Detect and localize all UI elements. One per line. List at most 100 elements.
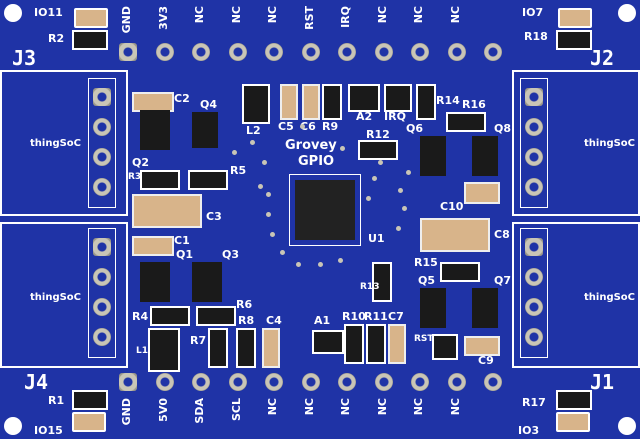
ref-r10: R10 — [342, 310, 366, 323]
bottom-header-pin — [338, 373, 356, 391]
top-pin-label: GND — [120, 6, 133, 34]
via — [398, 188, 403, 193]
ref-r1: R1 — [48, 394, 65, 407]
top-header-pin — [265, 43, 283, 61]
led-io3 — [556, 412, 590, 432]
mounting-hole-bottom-right — [618, 417, 636, 435]
capacitor-c2 — [132, 92, 174, 112]
ref-c2: C2 — [174, 92, 190, 105]
top-header-pin — [192, 43, 210, 61]
transistor-q8 — [472, 136, 498, 176]
bottom-header-pin — [374, 373, 393, 391]
capacitor-c5 — [280, 84, 298, 120]
ref-q7: Q7 — [494, 274, 512, 287]
logo-thingsoc-bottom-right: thingSoC — [584, 292, 636, 303]
led-a2 — [348, 84, 380, 112]
via — [372, 176, 377, 181]
transistor-q4 — [192, 112, 218, 148]
via — [266, 212, 271, 217]
resistor-r5 — [188, 170, 228, 190]
ref-io7: IO7 — [522, 6, 544, 19]
ref-r4: R4 — [132, 310, 149, 323]
bottom-header-pin — [155, 373, 174, 391]
via — [296, 262, 301, 267]
ref-r2: R2 — [48, 32, 65, 45]
side-header-pin — [525, 268, 543, 286]
ref-r14: R14 — [436, 94, 460, 107]
ref-r7: R7 — [190, 334, 207, 347]
label-j1: J1 — [590, 370, 615, 394]
via — [262, 160, 267, 165]
logo-thingsoc-top-right: thingSoC — [584, 138, 636, 149]
logo-thingsoc-bottom-left: thingSoC — [30, 292, 82, 303]
side-header-pin — [525, 178, 543, 196]
resistor-r8 — [236, 328, 256, 368]
resistor-r18 — [556, 30, 592, 50]
bottom-pin-label: NC — [266, 398, 279, 416]
ref-r13: R13 — [360, 282, 380, 292]
top-header-pin — [228, 43, 247, 61]
bottom-pin-label: NC — [412, 398, 425, 416]
bottom-header-pin — [447, 373, 466, 391]
connector-j1-outline — [512, 222, 640, 368]
ref-u1: U1 — [368, 232, 385, 245]
via — [338, 258, 343, 263]
resistor-r13 — [372, 262, 392, 302]
bottom-header-pin — [265, 373, 283, 391]
bottom-pin-label: 5V0 — [156, 398, 170, 422]
resistor-r11 — [366, 324, 386, 364]
ic-u1-outline — [289, 174, 361, 246]
ref-r8: R8 — [238, 314, 255, 327]
ref-q4: Q4 — [200, 98, 218, 111]
connector-j3-header — [88, 78, 116, 208]
connector-j4-outline — [0, 222, 128, 368]
ref-q8: Q8 — [494, 122, 512, 135]
bottom-pin-label: SDA — [193, 398, 206, 424]
capacitor-c7 — [388, 324, 406, 364]
bottom-pin-label: GND — [120, 398, 133, 426]
resistor-r2 — [72, 30, 108, 50]
ref-c5: C5 — [278, 120, 294, 133]
side-header-pin — [525, 298, 543, 316]
transistor-q3 — [192, 262, 222, 302]
transistor-q7 — [472, 288, 498, 328]
side-header-pin — [525, 148, 543, 166]
capacitor-c1 — [132, 236, 174, 256]
capacitor-c6 — [302, 84, 320, 120]
bottom-pin-label: NC — [375, 398, 389, 416]
ref-c9: C9 — [478, 354, 494, 367]
top-pin-label: NC — [448, 6, 462, 24]
ref-a2: A2 — [356, 110, 373, 123]
ref-l2: L2 — [246, 124, 261, 137]
led-io15 — [72, 412, 106, 432]
bottom-header-pin — [411, 373, 429, 391]
resistor-r10 — [344, 324, 364, 364]
via — [232, 150, 237, 155]
ref-r6: R6 — [236, 298, 253, 311]
connector-j4-header — [88, 228, 116, 358]
resistor-r14 — [416, 84, 436, 120]
side-header-pin — [525, 118, 543, 136]
connector-j1-header — [520, 228, 548, 358]
side-header-pin — [525, 88, 543, 106]
reset-button-rst[interactable] — [432, 334, 458, 360]
mounting-hole-bottom-left — [4, 417, 22, 435]
top-pin-label: NC — [229, 6, 243, 24]
side-header-pin — [93, 148, 111, 166]
via — [270, 232, 275, 237]
transistor-q1 — [140, 262, 170, 302]
side-header-pin — [525, 238, 543, 256]
bottom-header-pin — [192, 373, 210, 391]
resistor-r9 — [322, 84, 342, 120]
ref-io11: IO11 — [34, 6, 63, 19]
mounting-hole-top-left — [4, 4, 22, 22]
ref-irq-jumper: IRQ — [384, 110, 406, 123]
ref-l1: L1 — [136, 346, 148, 356]
bottom-header-pin — [228, 373, 247, 391]
ref-c10: C10 — [440, 200, 464, 213]
ref-c7: C7 — [388, 310, 404, 323]
jumper-irq — [384, 84, 412, 112]
connector-j3-outline — [0, 70, 128, 216]
bottom-pin-label: SCL — [229, 398, 243, 422]
